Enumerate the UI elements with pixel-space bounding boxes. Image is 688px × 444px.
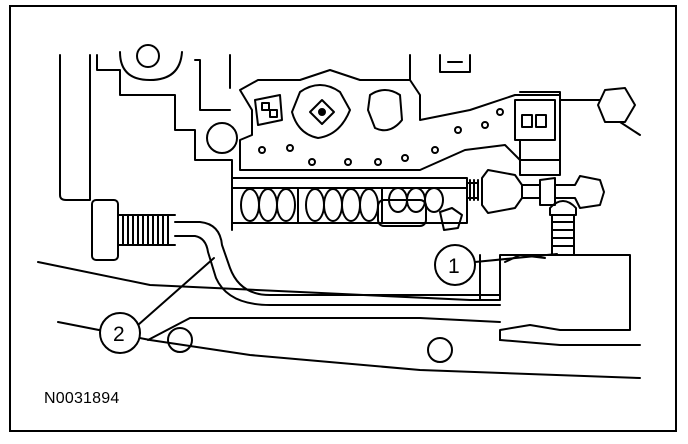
valve-body <box>229 54 561 171</box>
callout-1-number: 1 <box>448 255 460 278</box>
plunger <box>467 169 605 214</box>
callout-2-number: 2 <box>113 323 125 346</box>
left-housing <box>59 44 233 231</box>
adjuster-screw <box>549 200 577 256</box>
callout-2: 2 <box>99 257 215 354</box>
figure-id: N0031894 <box>44 390 120 407</box>
round-boss <box>206 122 238 154</box>
servo-spring <box>91 199 176 261</box>
spring-rollers <box>231 177 468 231</box>
right-bracket <box>514 87 641 176</box>
callout-1: 1 <box>434 244 558 286</box>
bent-rod <box>174 221 501 306</box>
